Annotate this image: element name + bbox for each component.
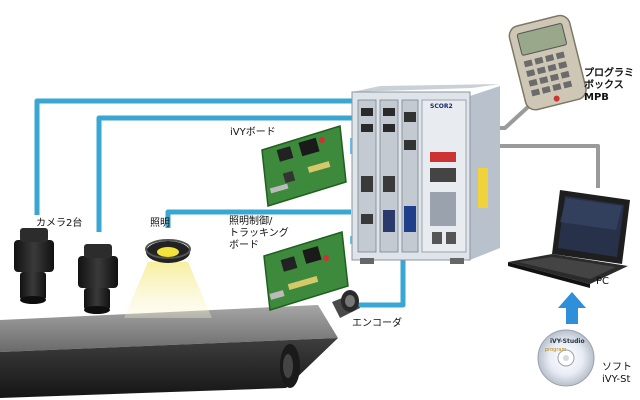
encoder-label: エンコーダ xyxy=(352,318,402,329)
camera-icon xyxy=(14,228,54,304)
cd-disc-icon xyxy=(537,329,595,387)
mpb-label-line3: MPB xyxy=(584,92,609,103)
conveyor-belt xyxy=(0,305,338,398)
cameras-label: カメラ2台 xyxy=(36,218,83,229)
software-label-line1: ソフト xyxy=(602,362,632,373)
cd-sub-label: program xyxy=(545,347,567,353)
arrow-icon xyxy=(558,292,586,324)
camera-icon xyxy=(78,244,118,314)
controller-model-label: SCOR2 xyxy=(430,103,453,110)
lighting-board-label-line3: ボード xyxy=(229,240,259,251)
mpb-label-line1: プログラミ xyxy=(584,68,634,79)
lighting-label: 照明 xyxy=(150,218,170,229)
ivy-board-label: iVYボード xyxy=(230,127,276,138)
ivy-board xyxy=(261,125,347,207)
pc-label: PC xyxy=(596,276,610,287)
lighting-board-label-line1: 照明制御/ xyxy=(229,216,273,227)
cd-title-label: iVY-Studio xyxy=(550,338,585,345)
ring-light-icon xyxy=(124,239,212,318)
encoder-cable xyxy=(355,240,406,308)
light-cable xyxy=(165,209,351,228)
laptop-icon xyxy=(508,190,630,288)
encoder-icon xyxy=(332,290,360,318)
software-label-line2: iVY-St xyxy=(602,374,631,385)
mpb-label-line2: ボックス xyxy=(584,80,624,91)
teach-pendant-icon xyxy=(508,14,587,111)
lighting-board-label-line2: トラッキング xyxy=(229,228,289,239)
robot-controller-icon xyxy=(351,84,500,264)
lighting-tracking-board xyxy=(263,231,349,311)
